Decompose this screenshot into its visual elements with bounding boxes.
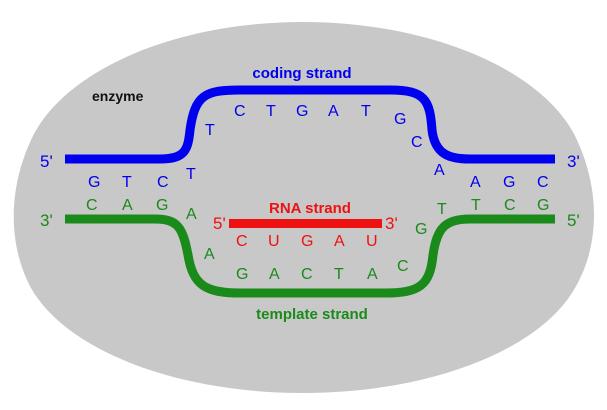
- base-letter: A: [204, 246, 215, 263]
- base-letter: T: [122, 174, 132, 191]
- base-letter: U: [366, 233, 378, 250]
- base-letter: T: [334, 266, 344, 283]
- base-letter: A: [367, 266, 378, 283]
- coding-strand: [65, 85, 555, 164]
- base-letter: T: [205, 122, 215, 139]
- coding-right-end: 3': [567, 152, 580, 171]
- base-letter: G: [394, 111, 406, 128]
- base-letter: C: [301, 266, 313, 283]
- template-strand-label: template strand: [256, 306, 368, 323]
- coding-left-end: 5': [40, 152, 53, 171]
- base-letter: A: [334, 233, 345, 250]
- base-letter: G: [236, 266, 248, 283]
- base-letter: C: [411, 134, 423, 151]
- base-letter: G: [537, 197, 549, 214]
- rna-strand: [229, 219, 382, 228]
- base-letter: A: [470, 174, 481, 191]
- base-letter: C: [537, 174, 549, 191]
- coding-bases: G T C T T C T G A T G C A A G C: [88, 103, 549, 191]
- base-letter: T: [266, 103, 276, 120]
- base-letter: A: [434, 162, 445, 179]
- template-left-end: 3': [40, 211, 53, 230]
- enzyme-shape: [13, 22, 595, 393]
- template-strand: [65, 214, 555, 298]
- base-letter: C: [397, 258, 409, 275]
- base-letter: A: [328, 103, 339, 120]
- base-letter: A: [122, 197, 133, 214]
- base-letter: T: [437, 201, 447, 218]
- rna-left-end: 5': [213, 214, 226, 233]
- base-letter: G: [415, 221, 427, 238]
- base-letter: C: [236, 233, 248, 250]
- base-letter: A: [186, 206, 197, 223]
- base-letter: C: [86, 197, 98, 214]
- base-letter: G: [301, 233, 313, 250]
- base-letter: T: [186, 166, 196, 183]
- rna-strand-label: RNA strand: [269, 200, 351, 217]
- template-right-end: 5': [567, 211, 580, 230]
- base-letter: T: [361, 103, 371, 120]
- base-letter: C: [157, 174, 169, 191]
- base-letter: C: [504, 197, 516, 214]
- base-letter: A: [269, 266, 280, 283]
- base-letter: G: [88, 174, 100, 191]
- rna-right-end: 3': [385, 214, 398, 233]
- template-bases: C A G A A G A C T A C G T T C G: [86, 197, 549, 283]
- enzyme-label: enzyme: [92, 88, 144, 104]
- base-letter: G: [503, 174, 515, 191]
- rna-bases: C U G A U: [236, 233, 378, 250]
- base-letter: G: [296, 103, 308, 120]
- base-letter: G: [156, 197, 168, 214]
- base-letter: T: [471, 197, 481, 214]
- coding-strand-label: coding strand: [252, 65, 351, 82]
- base-letter: C: [234, 103, 246, 120]
- base-letter: U: [268, 233, 280, 250]
